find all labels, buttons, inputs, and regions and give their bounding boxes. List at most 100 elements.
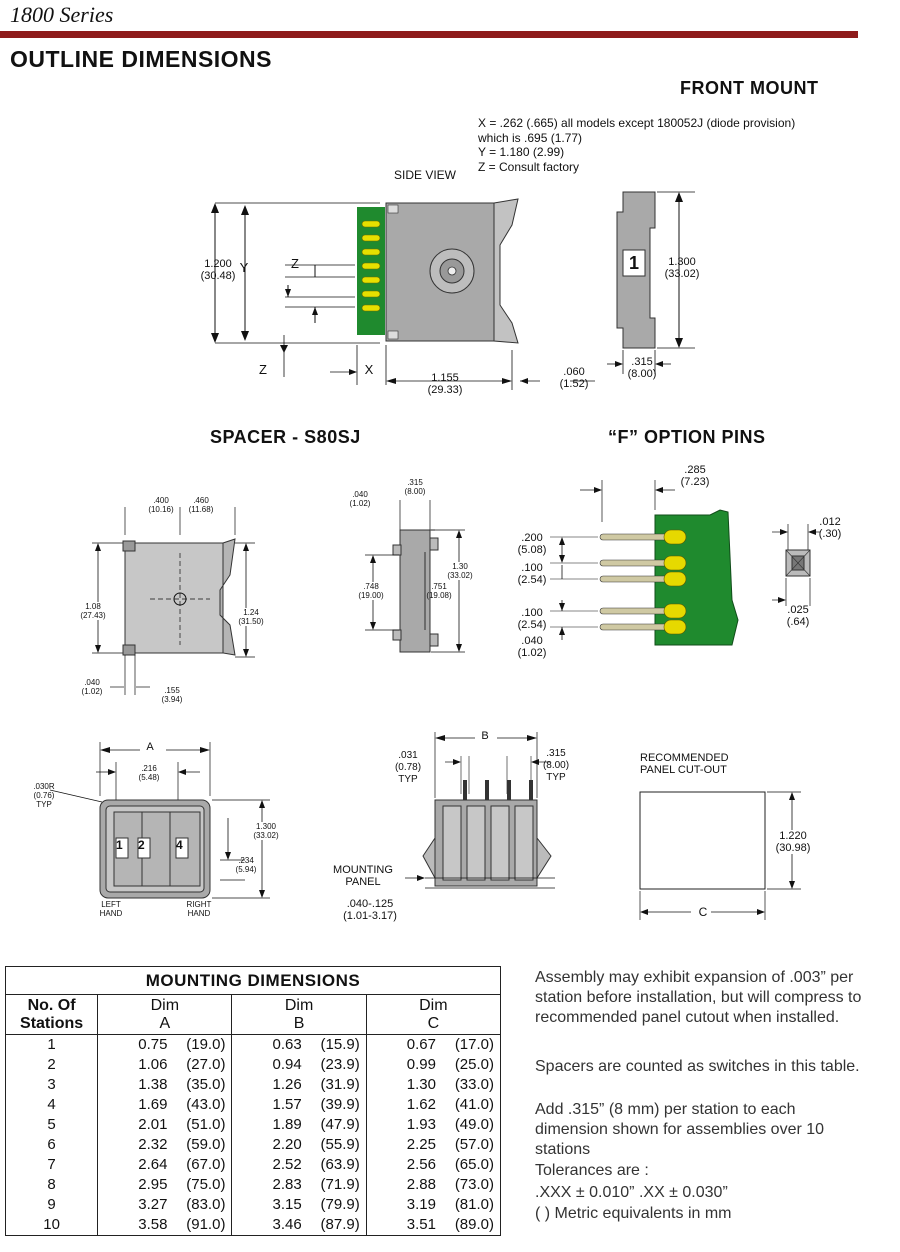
dim-value: (33.02)	[447, 571, 473, 580]
dim-assembly-offset: .234(5.94)	[232, 856, 260, 874]
dim-value: (30.48)	[200, 270, 236, 282]
dim-value: (29.33)	[427, 384, 463, 396]
spacer-side-drawing	[365, 500, 465, 653]
dim-value: .315	[631, 356, 653, 368]
cell-value: 2.20	[272, 1136, 302, 1153]
dim-value: .748	[363, 582, 379, 591]
dim-a-label: A	[146, 741, 154, 753]
note-tolerance-values: .XXX ± 0.010” .XX ± 0.030”	[535, 1184, 728, 1201]
cell-value: 4	[47, 1096, 56, 1113]
cell-value: (19.0)	[186, 1036, 226, 1053]
dim-spacer-side-h2: .751(19.08)	[424, 582, 454, 600]
cell-dimension: 2.25(57.0)	[365, 1135, 502, 1155]
note-line: Z = Consult factory	[478, 159, 580, 174]
cell-stations: 1	[4, 1034, 99, 1055]
cell-value: 0.67	[406, 1036, 436, 1053]
dim-value: 1.220	[779, 830, 807, 842]
dim-gap: .060 (1.52)	[550, 366, 598, 390]
dim-value: (0.76)	[33, 791, 55, 800]
dim-value: .155	[164, 686, 180, 695]
dim-value: .060	[563, 366, 585, 378]
cell-dimension: 1.30(33.0)	[365, 1075, 502, 1095]
dim-value: (2.54)	[517, 574, 547, 586]
cell-value: 9	[47, 1196, 56, 1213]
dim-pin-p2: .100(2.54)	[512, 562, 552, 586]
cell-value: (81.0)	[454, 1196, 494, 1213]
note-line: X = .262 (.665) all models except 180052…	[478, 116, 796, 130]
dim-pin-p3: .100(2.54)	[512, 607, 552, 631]
cell-value: 2.56	[406, 1156, 436, 1173]
dim-depth: 1.155 (29.33)	[415, 372, 475, 396]
cell-dimension: 1.93(49.0)	[365, 1115, 502, 1135]
cell-value: (59.0)	[186, 1136, 226, 1153]
cell-value: 2.95	[138, 1176, 168, 1193]
cell-value: 2	[47, 1056, 56, 1073]
note-line: which is .695 (1.77)	[478, 130, 583, 145]
dim-value: 1.155	[431, 372, 459, 384]
dim-value: (.30)	[818, 528, 842, 540]
dim-value: .040	[84, 678, 100, 687]
dim-value: .025	[787, 604, 809, 616]
cell-dimension: 2.52(63.9)	[231, 1155, 367, 1175]
dim-value: (1.02)	[517, 647, 547, 659]
cell-dimension: 0.99(25.0)	[365, 1055, 502, 1075]
dim-spacer-b1: .040(1.02)	[78, 678, 106, 696]
dim-pin-width: .031(0.78)TYP	[390, 750, 426, 786]
dim-value: .100	[521, 562, 543, 574]
dim-value: .460	[193, 496, 209, 505]
cell-value: 1.26	[272, 1076, 302, 1093]
assembly-front-drawing	[49, 742, 270, 899]
dim-value: .200	[521, 532, 543, 544]
cell-value: 3.46	[272, 1216, 302, 1233]
cell-value: 1.06	[138, 1056, 168, 1073]
mounting-panel-label: MOUNTING PANEL	[333, 864, 393, 888]
dim-value: .040-.125	[346, 898, 394, 910]
cell-value: 0.99	[406, 1056, 436, 1073]
dim-value: .030R	[33, 782, 55, 791]
dim-value: (31.50)	[238, 617, 264, 626]
cell-value: (87.9)	[320, 1216, 360, 1233]
cell-value: 1.62	[406, 1096, 436, 1113]
dim-value: (1.01-3.17)	[343, 910, 397, 922]
dim-value: (10.16)	[148, 505, 174, 514]
dim-value: (1.02)	[349, 499, 371, 508]
dim-value: .031	[398, 750, 418, 761]
cell-value: 1.57	[272, 1096, 302, 1113]
cell-dimension: 1.26(31.9)	[231, 1075, 367, 1095]
col-label: A	[159, 1015, 171, 1032]
cell-value: (67.0)	[186, 1156, 226, 1173]
cell-dimension: 1.62(41.0)	[365, 1095, 502, 1115]
assembly-side-drawing	[405, 732, 555, 889]
cell-dimension: 1.69(43.0)	[97, 1095, 233, 1115]
cell-value: (55.9)	[320, 1136, 360, 1153]
cell-stations: 6	[4, 1135, 99, 1155]
note-expansion: Assembly may exhibit expansion of .003” …	[535, 969, 862, 1026]
dim-value: 1.300	[668, 256, 696, 268]
front-view-drawing	[607, 191, 695, 374]
cell-stations: 4	[4, 1095, 99, 1115]
dim-value: (.64)	[786, 616, 810, 628]
dim-value: (8.00)	[404, 487, 426, 496]
dim-assembly-pitch: .216(5.48)	[134, 764, 164, 782]
cell-dimension: 1.06(27.0)	[97, 1055, 233, 1075]
cell-value: 1	[47, 1036, 56, 1053]
cell-stations: 9	[4, 1195, 99, 1215]
dim-value: (5.94)	[235, 865, 257, 874]
section-title-front-mount: FRONT MOUNT	[680, 78, 819, 98]
dim-value: .400	[153, 496, 169, 505]
note-tolerance-label: Tolerances are :	[535, 1162, 649, 1179]
note-add-per-station: Add .315” (8 mm) per station to each dim…	[535, 1101, 825, 1158]
dim-value: (19.08)	[426, 591, 452, 600]
cell-value: (65.0)	[454, 1156, 494, 1173]
cell-value: (57.0)	[454, 1136, 494, 1153]
cell-value: 2.88	[406, 1176, 436, 1193]
cell-value: 3.15	[272, 1196, 302, 1213]
cell-value: 10	[43, 1216, 60, 1233]
pin-section-drawing	[772, 524, 820, 606]
f-option-drawing	[550, 480, 739, 646]
